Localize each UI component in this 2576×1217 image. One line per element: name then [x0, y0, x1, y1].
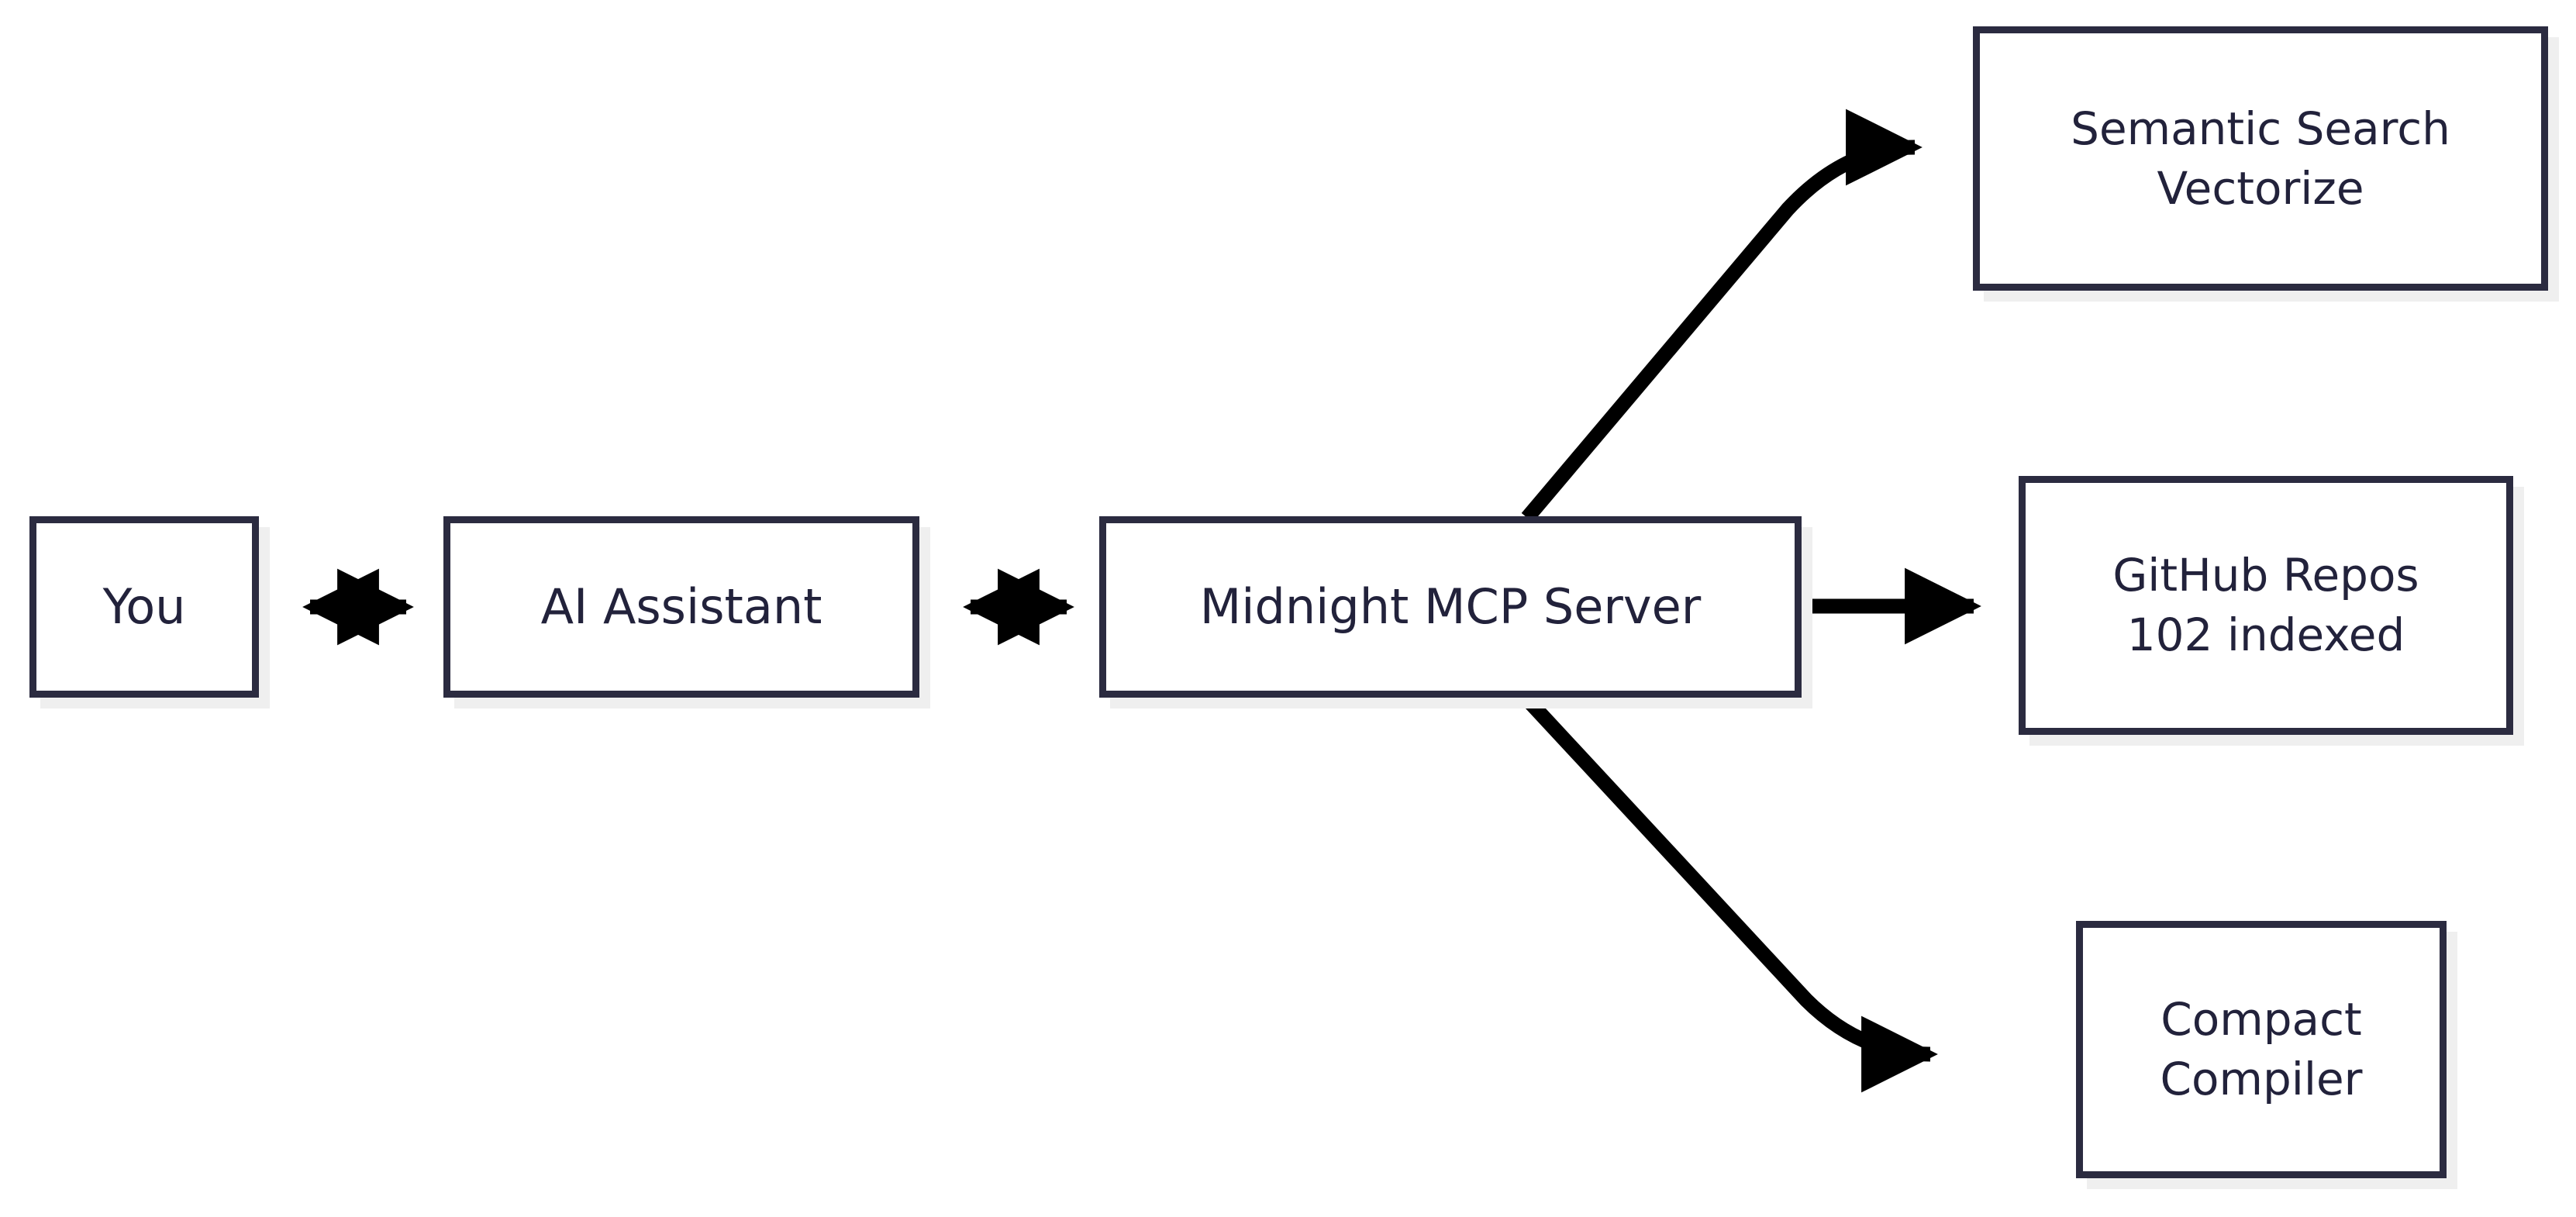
- node-compact-compiler-sublabel: Compiler: [2160, 1053, 2363, 1105]
- node-compact-compiler[interactable]: Compact Compiler: [2076, 921, 2447, 1178]
- node-midnight-mcp-server[interactable]: Midnight MCP Server: [1099, 516, 1802, 698]
- edge-mcp-compiler: [1520, 692, 1938, 1093]
- node-midnight-mcp-server-label: Midnight MCP Server: [1199, 578, 1702, 636]
- node-you[interactable]: You: [29, 516, 259, 698]
- node-you-label: You: [102, 578, 186, 636]
- node-ai-assistant[interactable]: AI Assistant: [443, 516, 919, 698]
- node-ai-assistant-label: AI Assistant: [540, 578, 822, 636]
- edge-mcp-semantic: [1521, 109, 1923, 523]
- node-semantic-search-sublabel: Vectorize: [2157, 161, 2364, 215]
- node-compact-compiler-label: Compact: [2160, 993, 2362, 1046]
- node-github-repos-sublabel: 102 indexed: [2126, 608, 2405, 661]
- node-github-repos-label: GitHub Repos: [2112, 549, 2419, 602]
- node-semantic-search-label: Semantic Search: [2071, 102, 2450, 155]
- node-semantic-search[interactable]: Semantic Search Vectorize: [1973, 26, 2548, 291]
- node-github-repos[interactable]: GitHub Repos 102 indexed: [2019, 476, 2513, 735]
